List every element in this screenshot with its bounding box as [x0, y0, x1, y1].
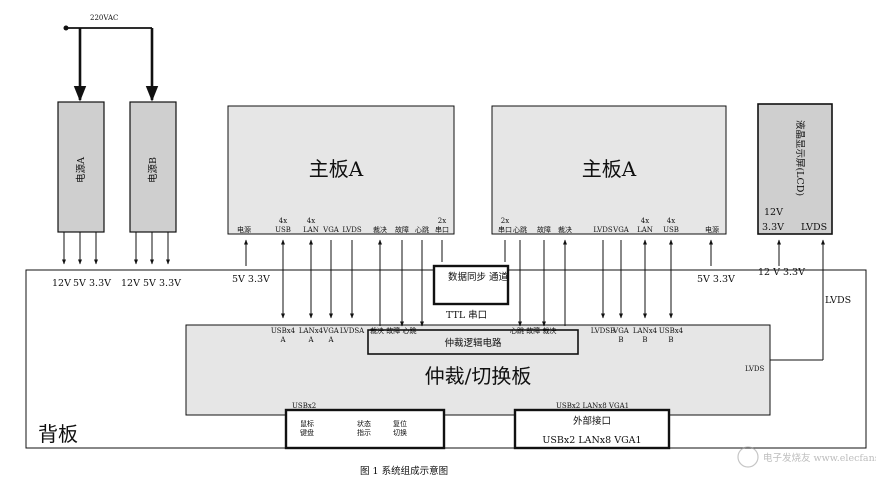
arbiter-logic — [367, 329, 579, 355]
mainboard-right-port-6-line-1: LAN — [637, 226, 653, 234]
supply-out-12v-b: 12V — [121, 278, 140, 289]
switch-right-port-2-line-1: B — [642, 336, 647, 344]
lcd-power-label: 12 V 3.3V — [758, 267, 805, 278]
mainboard-left-port-0: 电源 — [237, 225, 251, 234]
mainboard-left-port-8-line-0: 2x — [438, 217, 446, 225]
external-interfaces — [513, 408, 671, 450]
mainboard-right-port-7-line-1: USB — [663, 226, 679, 234]
mainboard-left-port-4: LVDS — [342, 226, 361, 234]
mainboard-left-title: 主板A — [309, 157, 364, 181]
switch-right-port-2-line-0: LANx4 — [633, 327, 658, 335]
mainboard-right-port-4: LVDS — [593, 226, 612, 234]
watermark-text: 电子发烧友 www.elecfans.com — [763, 452, 876, 464]
mainboard-right-port-2: 故障 — [537, 225, 551, 234]
power-unit-b — [129, 101, 177, 233]
mainboard-right-port-0-line-0: 2x — [501, 217, 509, 225]
switch-bottom-right-label: USBx2 LANx8 VGA1 — [556, 402, 629, 410]
ac-supply: 220VAC — [63, 14, 159, 102]
external-items: USBx2 LANx8 VGA1 — [542, 435, 641, 446]
watermark: 电子发烧友 www.elecfans.com — [737, 446, 876, 468]
backplane-title: 背板 — [38, 422, 78, 446]
supply-out-33v-a: 3.3V — [89, 278, 111, 289]
supply-output-labels: 12V 5V 3.3V 12V 5V 3.3V — [52, 278, 181, 289]
mainboard-right — [491, 105, 727, 235]
switch-left-port-2-line-0: VGA — [322, 327, 340, 335]
switch-right-port-0: LVDSB — [591, 327, 615, 335]
lcd-lvds-label: LVDS — [825, 295, 851, 306]
external-title: 外部接口 — [573, 415, 611, 427]
control-item-1-line-1: 指示 — [357, 428, 371, 437]
arbiter-logic-label: 仲裁逻辑电路 — [444, 337, 502, 349]
mainboard-left-port-3: VGA — [322, 226, 340, 234]
switch-right-port-1-line-0: VGA — [612, 327, 630, 335]
lcd-12v: 12V — [764, 207, 783, 218]
mainboard-right-port-8: 电源 — [705, 225, 719, 234]
switch-right-port-1-line-1: B — [618, 336, 623, 344]
power-unit-a — [57, 101, 105, 233]
mainboard-left-port-5: 裁决 — [373, 225, 387, 234]
mainboard-left-port-6: 故障 — [395, 225, 409, 234]
ttl-serial-label: TTL 串口 — [446, 310, 487, 321]
lcd-33v: 3.3V — [762, 222, 784, 233]
mainboard-left-port-2-line-0: 4x — [307, 217, 315, 225]
figure-caption: 图 1 系统组成示意图 — [360, 465, 448, 477]
switch-board-title: 仲裁/切换板 — [425, 364, 532, 388]
switch-left-port-3: LVDSA — [340, 327, 365, 335]
supply-out-5v-b: 5V — [143, 278, 156, 289]
lcd-title: 液晶显示屏(LCD) — [794, 120, 806, 196]
switch-right-port-3-line-1: B — [668, 336, 673, 344]
lcd-lvds: LVDS — [801, 222, 827, 233]
control-item-1-line-0: 状态 — [357, 419, 371, 428]
mainboard-left — [227, 105, 455, 235]
switch-lvds-out: LVDS — [745, 365, 764, 373]
sync-channel-label: 数据同步 通道 — [448, 271, 509, 283]
control-item-2-line-1: 切换 — [393, 428, 407, 437]
control-item-0-line-0: 鼠标 — [300, 419, 314, 428]
bus-arrows — [281, 239, 673, 327]
supply-out-33v-b: 3.3V — [159, 278, 181, 289]
power-output-arrows — [62, 232, 170, 265]
mainboard-left-port-1-line-0: 4x — [279, 217, 287, 225]
mainboard-right-port-3: 裁决 — [558, 225, 572, 234]
lcd-panel — [757, 103, 833, 235]
mainboard-right-port-6-line-0: 4x — [641, 217, 649, 225]
switch-left-port-0-line-1: A — [279, 336, 286, 344]
power-unit-a-label: 电源A — [75, 157, 87, 183]
mainboard-left-port-1-line-1: USB — [275, 226, 291, 234]
mainboard-right-port-0-line-1: 串口 — [498, 226, 512, 234]
switch-left-port-1-line-1: A — [307, 336, 314, 344]
control-item-2-line-0: 复位 — [393, 419, 407, 428]
mainboard-left-port-8-line-1: 串口 — [435, 226, 449, 234]
switch-left-port-2-line-1: A — [327, 336, 334, 344]
power-unit-b-label: 电源B — [147, 157, 159, 183]
switch-left-port-1-line-0: LANx4 — [299, 327, 324, 335]
mainboard-right-port-7-line-0: 4x — [667, 217, 675, 225]
board-power-left: 5V 3.3V — [232, 274, 270, 285]
arbiter-left-signals: 裁决 故障 心跳 — [370, 326, 416, 335]
switch-left-port-0-line-0: USBx4 — [271, 327, 296, 335]
mainboard-right-title: 主板A — [582, 157, 637, 181]
sync-channel — [432, 264, 510, 306]
mainboard-left-port-2-line-1: LAN — [303, 226, 319, 234]
control-item-0-line-1: 键盘 — [300, 428, 314, 437]
switch-right-port-3-line-0: USBx4 — [659, 327, 684, 335]
mainboard-right-port-5: VGA — [612, 226, 630, 234]
board-power-right: 5V 3.3V — [697, 274, 735, 285]
supply-out-12v-a: 12V — [52, 278, 71, 289]
controls-box — [284, 408, 446, 450]
mainboard-left-port-7: 心跳 — [415, 225, 429, 234]
switch-bottom-left-label: USBx2 — [292, 402, 316, 410]
ac-label: 220VAC — [90, 14, 118, 22]
supply-out-5v-a: 5V — [73, 278, 86, 289]
mainboard-right-port-1: 心跳 — [513, 225, 527, 234]
arbiter-right-signals: 心跳 故障 裁决 — [510, 326, 556, 335]
